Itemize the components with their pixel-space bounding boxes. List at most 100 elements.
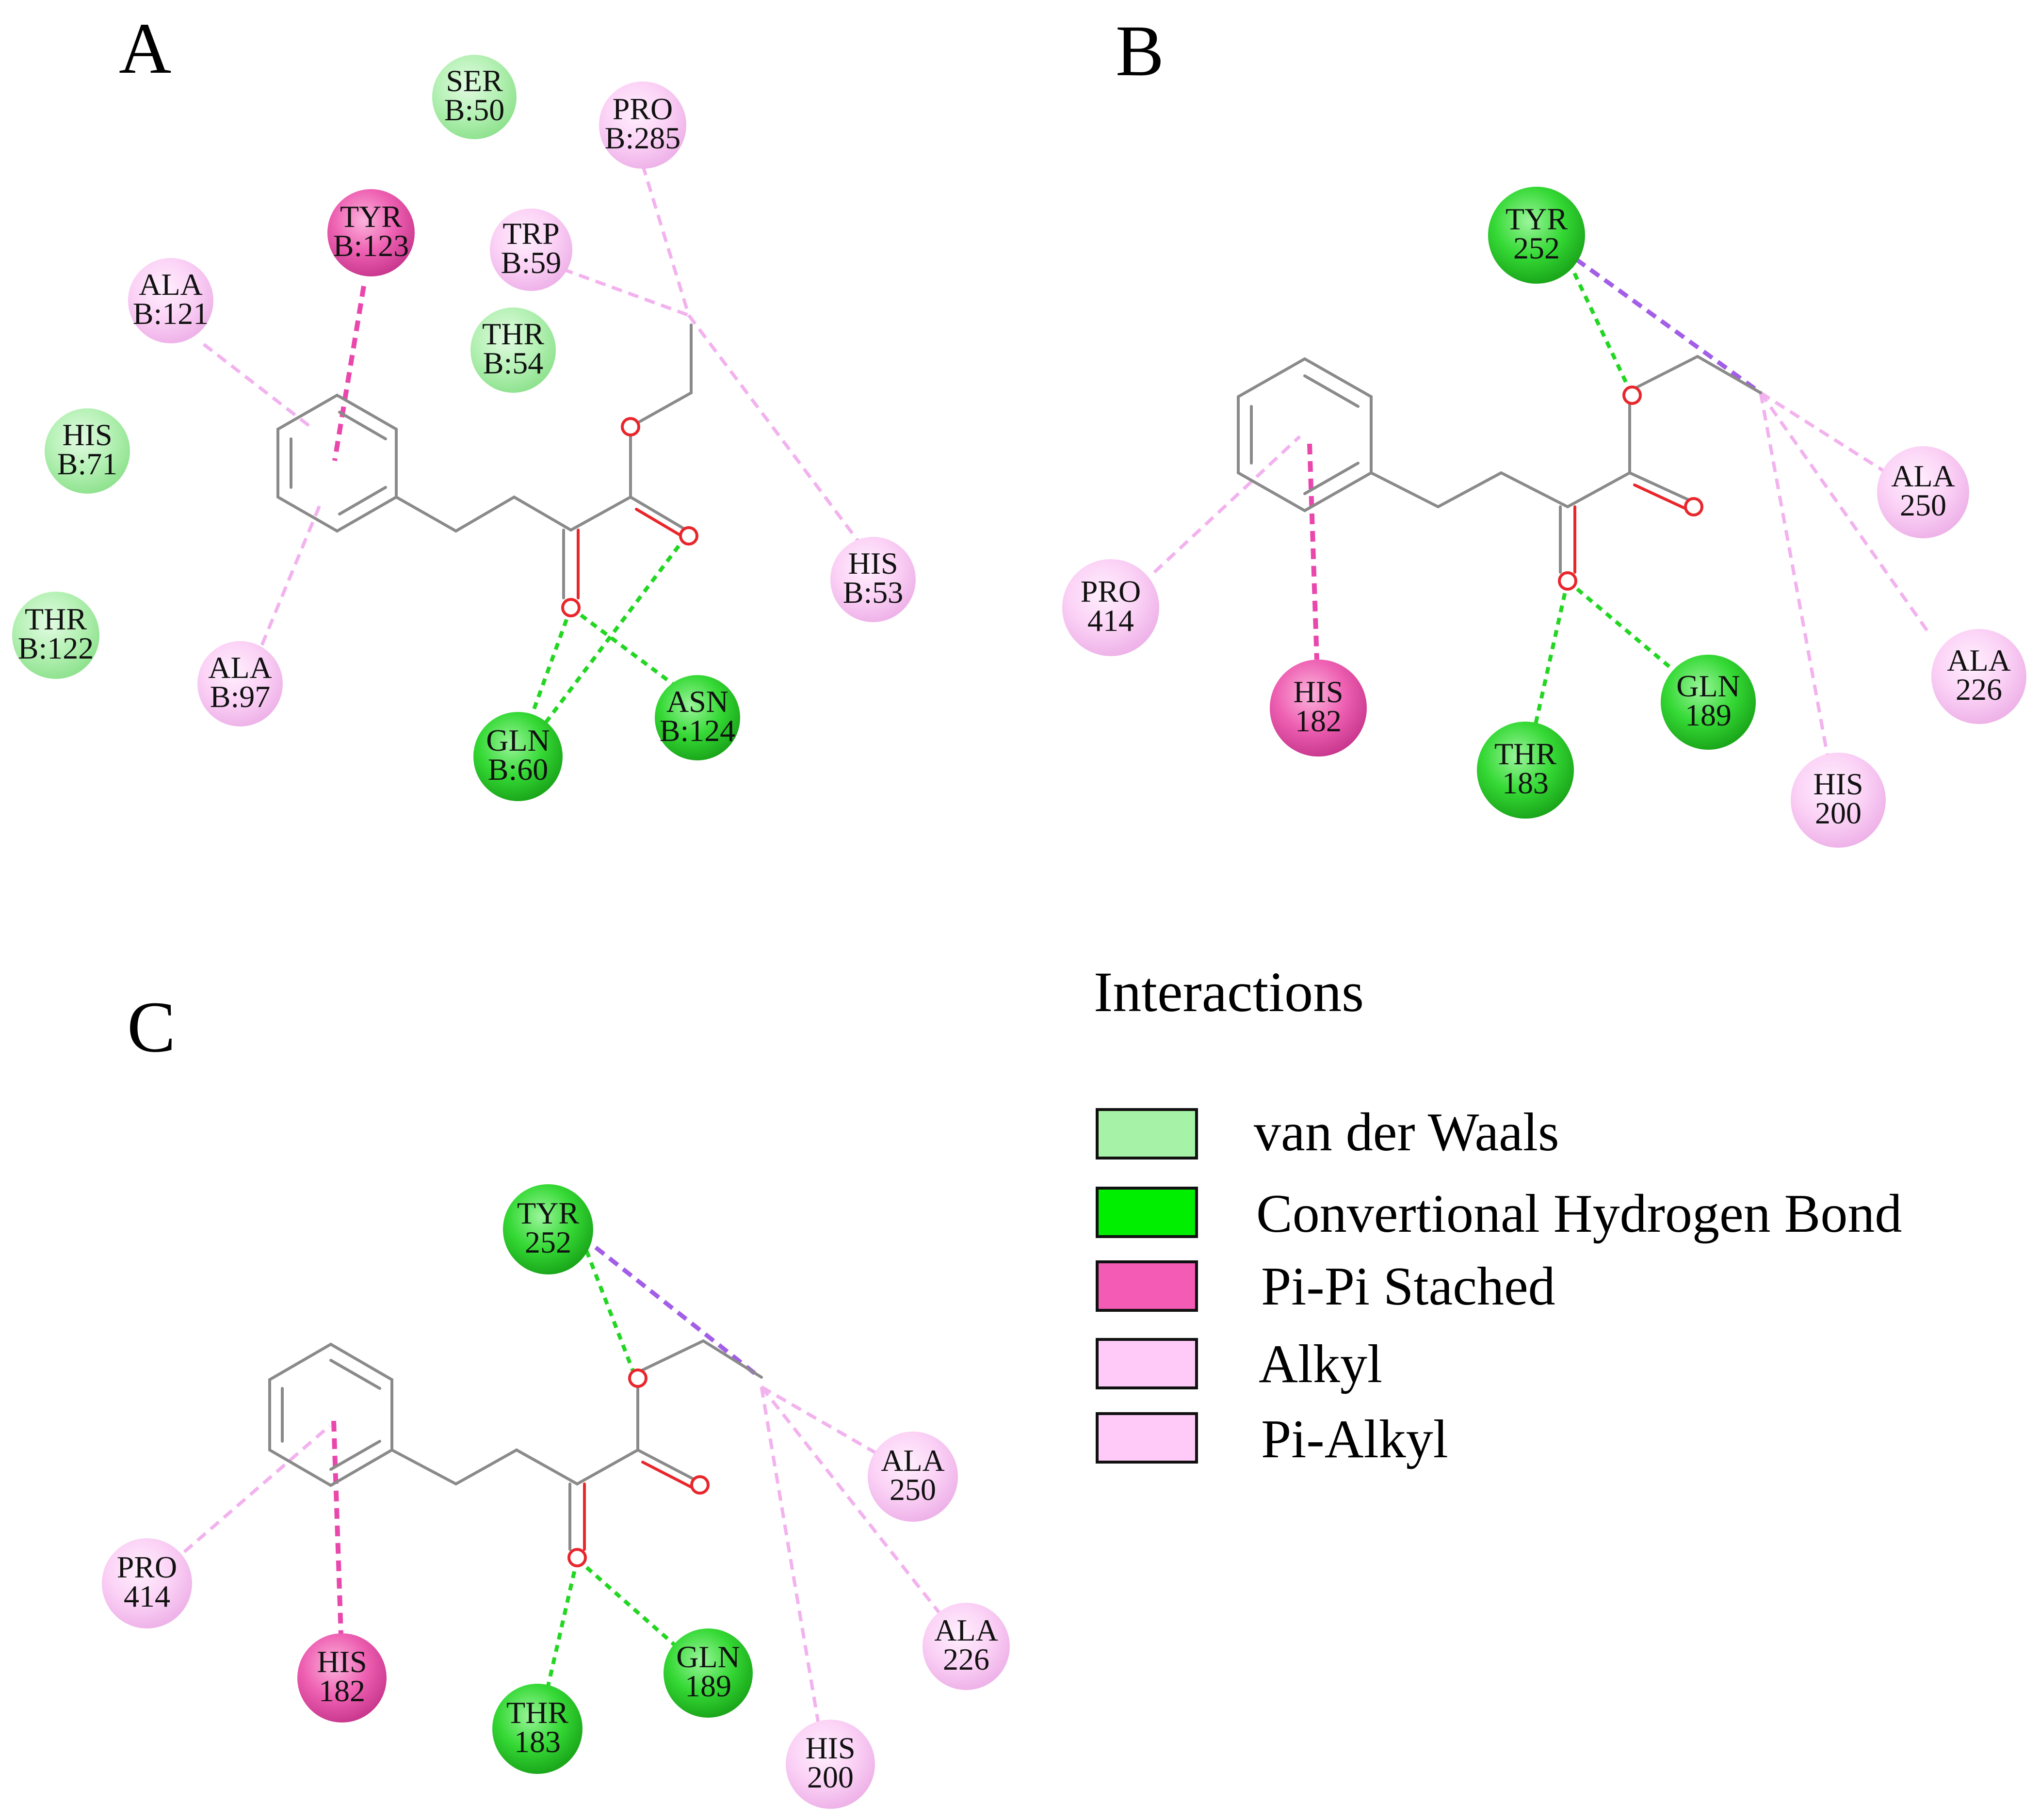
- residue-name: HIS: [317, 1644, 367, 1679]
- residue-id: 200: [1815, 796, 1862, 830]
- residue-id: B:122: [18, 631, 94, 665]
- pipi-line: [332, 286, 366, 461]
- residue-circle: [1791, 753, 1886, 848]
- legend-swatch: [1096, 1338, 1198, 1389]
- legend-item: Convertional Hydrogen Bond: [1096, 1184, 1902, 1244]
- residue-name: HIS: [1293, 675, 1343, 709]
- residue-name: THR: [1494, 737, 1556, 771]
- residue-node: ALA 250: [1877, 446, 1969, 538]
- residue-circle: [1877, 446, 1969, 538]
- residue-id: B:54: [483, 346, 543, 380]
- residue-id: B:60: [488, 752, 548, 787]
- inner-ring-bonds: [329, 1440, 381, 1471]
- oxygen-atom: [561, 598, 581, 617]
- ligand-a: [276, 323, 698, 617]
- alkyl-line: [760, 1386, 822, 1732]
- alkyl-line: [641, 164, 691, 316]
- pisigma-line: [581, 1235, 758, 1377]
- residue-id: 200: [807, 1760, 854, 1794]
- pialkyl-line: [1153, 435, 1301, 574]
- alkyl-line: [1759, 391, 1932, 637]
- residue-node: HIS 182: [297, 1633, 387, 1723]
- ethyl-chain: [641, 1339, 763, 1379]
- legend-title: Interactions: [1094, 960, 1364, 1024]
- residue-id: B:121: [133, 296, 209, 331]
- residue-node: GLN 189: [664, 1628, 753, 1718]
- residue-name: TYR: [517, 1196, 579, 1230]
- residue-id: 252: [1513, 231, 1560, 265]
- benzene-ring: [1237, 357, 1373, 513]
- residue-node: TYR B:123: [327, 189, 415, 276]
- residue-node: TRP B:59: [490, 209, 572, 291]
- residue-id: 182: [319, 1674, 365, 1708]
- residues-c: TYR 252 ALA 250 PRO 414 ALA 226 HIS: [102, 1184, 1010, 1809]
- residue-node: HIS B:53: [830, 537, 916, 622]
- alkyl-line: [760, 1385, 942, 1616]
- legend-swatch: [1096, 1187, 1198, 1238]
- residue-name: ALA: [1947, 643, 2011, 677]
- residue-node: THR B:54: [470, 307, 556, 393]
- residue-name: TYR: [340, 199, 402, 234]
- ethyl-chain: [1634, 354, 1762, 394]
- residue-id: 183: [1502, 766, 1549, 800]
- ligand-c: [268, 1339, 763, 1567]
- ester-bond: [641, 1461, 694, 1489]
- residue-circle: [492, 1684, 583, 1774]
- residue-node: THR B:122: [12, 592, 99, 679]
- residue-id: B:53: [843, 575, 903, 610]
- residue-name: HIS: [848, 546, 898, 580]
- panel-label-b: B: [1116, 11, 1164, 91]
- residue-circle: [432, 55, 517, 139]
- residue-id: 182: [1295, 704, 1342, 738]
- residue-name: PRO: [613, 92, 673, 126]
- residue-circle: [1062, 559, 1159, 656]
- residue-id: 414: [124, 1579, 170, 1613]
- panel-c: C: [102, 987, 1010, 1809]
- residue-name: GLN: [486, 723, 550, 757]
- alkyl-chain: [1370, 471, 1631, 509]
- residue-node: ASN B:124: [655, 675, 740, 760]
- residue-node: ALA 226: [1931, 629, 2026, 724]
- residue-circle: [473, 712, 563, 801]
- ester-bond: [635, 508, 683, 537]
- alkyl-line: [687, 314, 865, 549]
- pialkyl-line: [260, 503, 322, 646]
- legend-swatch: [1096, 1412, 1198, 1464]
- residue-circle: [923, 1603, 1010, 1690]
- residue-name: GLN: [676, 1640, 740, 1674]
- residue-circle: [830, 537, 916, 622]
- residue-circle: [1488, 187, 1585, 284]
- alkyl-line: [562, 267, 690, 317]
- hbond-line: [576, 1557, 680, 1651]
- benzene-ring: [276, 393, 398, 533]
- ester-bond: [1633, 483, 1688, 511]
- alkyl-line: [761, 1385, 889, 1462]
- residue-node: ALA B:121: [128, 258, 213, 343]
- residue-circle: [503, 1184, 593, 1274]
- ethyl-chain: [629, 323, 693, 428]
- residue-node: PRO 414: [1062, 559, 1159, 656]
- residue-name: ASN: [666, 684, 729, 719]
- oxygen-atom: [567, 1548, 587, 1567]
- alkyl-chain: [390, 1448, 639, 1486]
- residue-name: THR: [506, 1695, 568, 1730]
- residue-circle: [470, 307, 556, 393]
- alkyl-chain: [395, 495, 632, 533]
- pialkyl-line: [183, 1424, 331, 1553]
- residue-circle: [102, 1538, 192, 1628]
- legend-item: Alkyl: [1096, 1334, 1382, 1394]
- residue-id: 226: [943, 1642, 989, 1676]
- residue-node: HIS 182: [1270, 660, 1367, 757]
- legend-item: van der Waals: [1096, 1102, 1559, 1162]
- residue-name: ALA: [934, 1613, 998, 1647]
- ester-bond: [636, 1449, 695, 1481]
- residue-id: B:285: [605, 121, 680, 155]
- alkyl-line: [1759, 392, 1830, 762]
- residue-circle: [128, 258, 213, 343]
- residue-name: PRO: [1081, 574, 1141, 609]
- residue-circle: [490, 209, 572, 291]
- residue-id: B:124: [660, 713, 735, 748]
- inner-ring-bonds: [338, 486, 387, 515]
- legend-label: Alkyl: [1259, 1334, 1382, 1394]
- legend-label: Pi-Pi Stached: [1261, 1256, 1555, 1317]
